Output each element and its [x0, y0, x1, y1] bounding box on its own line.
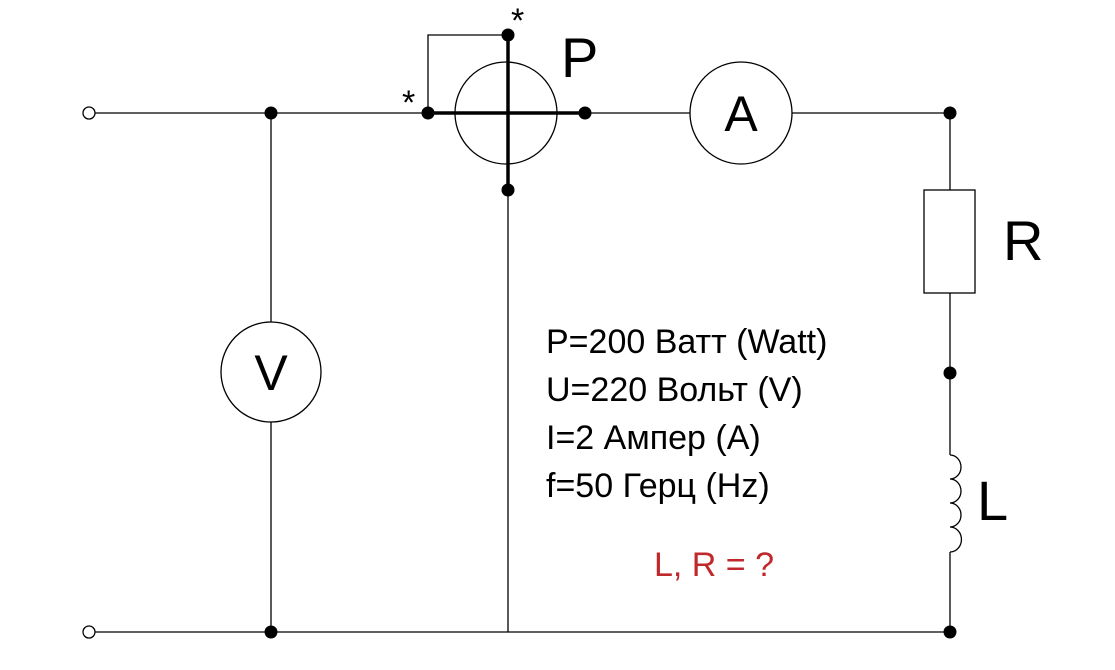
junction-dot [943, 106, 957, 120]
given-power: P=200 Ватт (Watt) [546, 323, 828, 361]
input-terminal-top [82, 106, 96, 120]
wattmeter-star-loop [427, 34, 508, 113]
junction-dot [578, 106, 592, 120]
junction-dot [501, 28, 515, 42]
inductor-label: L [977, 469, 1008, 532]
ammeter-circle [689, 61, 793, 165]
given-frequency: f=50 Герц (Hz) [546, 467, 770, 505]
polarity-mark-voltage: * [511, 2, 524, 40]
question-text: L, R = ? [654, 546, 775, 584]
junction-dot [421, 106, 435, 120]
ammeter-label: A [724, 86, 758, 142]
input-terminal-bottom [82, 625, 96, 639]
voltmeter-label: V [254, 345, 288, 401]
given-values: P=200 Ватт (Watt) U=220 Вольт (V) I=2 Ам… [546, 318, 827, 510]
junction-dot [264, 625, 278, 639]
junction-dot [943, 366, 957, 380]
polarity-mark-current: * [402, 84, 415, 122]
given-current: I=2 Ампер (A) [546, 419, 761, 457]
resistor-symbol [923, 189, 976, 294]
junction-dot [501, 183, 515, 197]
junction-dot [264, 106, 278, 120]
given-voltage: U=220 Вольт (V) [546, 371, 803, 409]
junction-dot [943, 625, 957, 639]
inductor-symbol [949, 454, 963, 553]
voltmeter-circle [220, 321, 322, 423]
resistor-label: R [1003, 209, 1043, 272]
wattmeter-label: P [561, 26, 598, 89]
